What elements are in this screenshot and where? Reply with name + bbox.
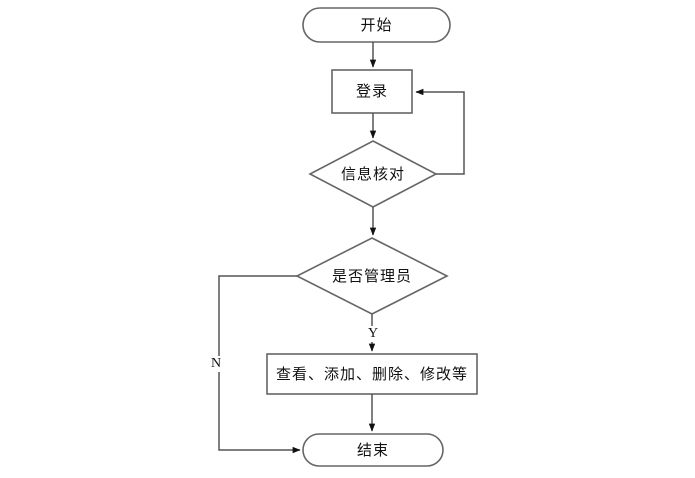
edge-verify-to-login-loop — [415, 88, 465, 175]
node-admin-actions[interactable] — [267, 354, 477, 394]
node-shape-end — [302, 433, 444, 467]
node-is-admin[interactable] — [297, 238, 447, 314]
node-end[interactable] — [303, 434, 443, 466]
node-start[interactable] — [303, 8, 450, 42]
edge-label-yes: Y — [366, 326, 381, 342]
node-verify[interactable] — [310, 141, 436, 207]
edge-label-no: N — [209, 356, 224, 372]
node-login[interactable] — [332, 70, 412, 113]
node-shape-login — [331, 69, 413, 114]
node-shape-start — [302, 7, 451, 43]
